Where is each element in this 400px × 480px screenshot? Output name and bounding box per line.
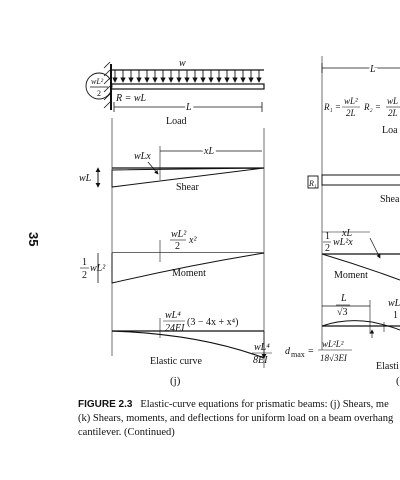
moment-diagram-j — [97, 240, 265, 284]
figure-k — [307, 56, 400, 350]
r1-num: wL² — [344, 96, 358, 106]
deflection-max-num: wL⁴ — [254, 342, 270, 353]
moment-k-2: 2 — [325, 243, 330, 254]
fixed-support-wall — [103, 61, 112, 110]
dmax-den: 18√3EI — [320, 353, 348, 363]
shear-diagram-j — [95, 146, 265, 188]
reaction-label: R = wL — [115, 93, 147, 104]
shear-title-j: Shear — [176, 182, 199, 193]
r1-box — [307, 175, 319, 189]
r1-den: 2L — [346, 108, 356, 118]
moment-left-wl2: wL² — [90, 263, 106, 274]
dim-sqrt3: √3 — [337, 307, 348, 318]
span-label-k: L — [369, 64, 376, 75]
moment-k-formula: wL²x — [333, 237, 353, 248]
caption-text-1: Elastic-curve equations for prismatic be… — [140, 399, 389, 410]
r2-den: 2L — [388, 108, 398, 118]
dmax-num: wL²L² — [322, 339, 344, 349]
dmax-d: d — [285, 346, 291, 357]
caption-line-2: (k) Shears, moments, and deflections for… — [78, 413, 394, 424]
deflection-poly: (3 − 4x + x⁴) — [187, 317, 238, 328]
figure-k-labels: L R₁ = wL² 2L R₂ = wL 2L Loa R₁ Shea xL … — [285, 62, 400, 387]
dim-one: 1 — [393, 310, 398, 321]
figure-j-labels: w wL² 2 R = wL L Load wLx xL wL Shear 1 … — [79, 58, 272, 387]
beam-diagram-figure: w wL² 2 R = wL L Load wLx xL wL Shear 1 … — [79, 56, 400, 387]
elastic-title-j: Elastic curve — [150, 356, 202, 367]
dim-l: L — [340, 293, 347, 304]
moment-left-1: 1 — [82, 257, 87, 268]
shear-title-k: Shea — [380, 194, 400, 205]
moment-formula-den: 2 — [175, 241, 180, 252]
figure-j — [85, 61, 267, 368]
caption-line-3: cantilever. (Continued) — [78, 427, 175, 438]
moment-reaction-bottom: 2 — [97, 89, 101, 98]
deflection-max-den: 8EI — [253, 355, 268, 366]
moment-reaction-top: wL² — [91, 77, 104, 86]
elastic-title-k: Elasti — [376, 361, 399, 372]
load-w-label: w — [179, 58, 186, 69]
shear-value: wL — [79, 173, 92, 184]
moment-k-1: 1 — [325, 231, 330, 242]
moment-formula-x2: x² — [188, 235, 197, 246]
figure-k-tag: ( — [396, 375, 400, 387]
dmax-eq: = — [308, 346, 314, 357]
span-label-j: L — [185, 102, 192, 113]
caption-label: FIGURE 2.3 — [78, 399, 133, 410]
r1-label: R₁ = — [323, 102, 341, 112]
caption-line-1: FIGURE 2.3 Elastic-curve equations for p… — [78, 398, 400, 412]
dim-wl: wL — [388, 298, 400, 309]
moment-reaction-circle — [85, 72, 113, 100]
deflection-den: 24EI — [165, 323, 185, 334]
figure-j-tag: (j) — [170, 375, 181, 387]
r1-box-label: R₁ — [308, 179, 317, 188]
beam-k — [321, 174, 400, 186]
load-title-k: Loa — [382, 125, 398, 136]
elastic-curve-j — [111, 318, 267, 359]
r2-num: wL — [387, 96, 398, 106]
moment-title-j: Moment — [172, 268, 206, 279]
beam-j — [110, 83, 265, 90]
xl-k: xL — [341, 228, 352, 239]
r2-label: R₂ = — [363, 102, 381, 112]
deflection-num: wL⁴ — [165, 310, 181, 321]
moment-formula-num: wL² — [171, 229, 187, 240]
shear-xl: xL — [203, 146, 214, 157]
moment-left-2: 2 — [82, 270, 87, 281]
moment-title-k: Moment — [334, 270, 368, 281]
shear-formula: wLx — [134, 151, 151, 162]
distributed-load-arrows — [112, 69, 264, 83]
figure-caption: FIGURE 2.3 Elastic-curve equations for p… — [78, 398, 400, 440]
page-number: 35 — [26, 232, 41, 247]
load-title-j: Load — [166, 116, 187, 127]
dmax-sub: max — [291, 350, 305, 359]
